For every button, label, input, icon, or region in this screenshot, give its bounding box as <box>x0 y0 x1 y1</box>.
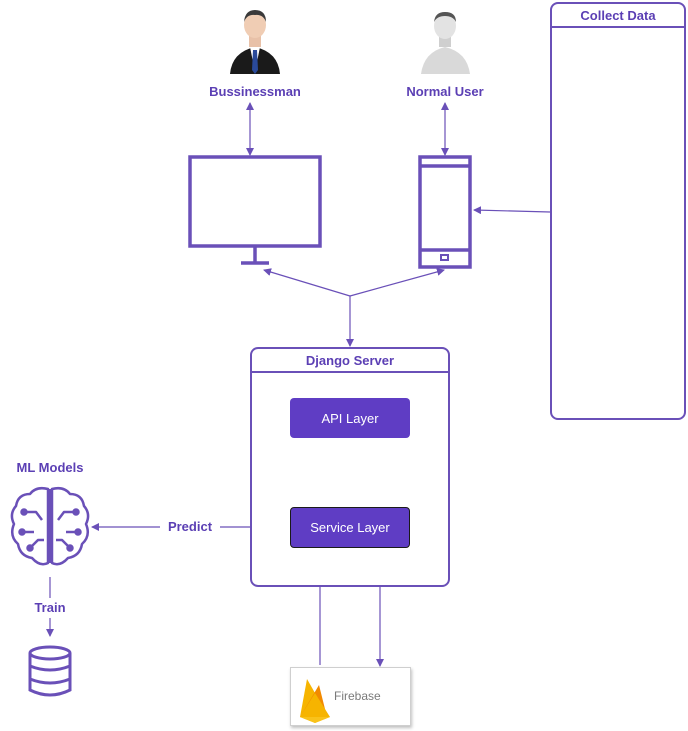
train-label: Train <box>34 600 66 615</box>
django-server-title: Django Server <box>252 349 448 373</box>
collect-data-panel: Collect Data <box>550 2 686 420</box>
desktop-monitor-icon <box>188 155 322 265</box>
predict-label: Predict <box>160 519 220 534</box>
service-layer-box[interactable]: Service Layer <box>290 507 410 548</box>
firebase-flame-icon <box>300 679 330 723</box>
collect-data-title: Collect Data <box>552 4 684 28</box>
user-avatar-icon <box>421 12 470 74</box>
businessman-label: Bussinessman <box>209 84 301 99</box>
normal-user-label: Normal User <box>406 84 484 99</box>
firebase-box[interactable]: Firebase <box>290 667 411 726</box>
brain-circuit-icon <box>10 486 90 566</box>
collect-to-mobile-arrow <box>473 206 551 215</box>
database-icon <box>28 645 72 697</box>
junction-mobile-arrow <box>349 268 445 297</box>
api-layer-box[interactable]: API Layer <box>290 398 410 438</box>
businessman-avatar-icon <box>230 10 280 74</box>
junction-desktop-arrow <box>263 268 351 297</box>
firebase-label: Firebase <box>334 689 381 703</box>
ml-models-title: ML Models <box>16 460 84 475</box>
django-server-panel: Django Server <box>250 347 450 587</box>
smartphone-icon <box>418 155 472 269</box>
